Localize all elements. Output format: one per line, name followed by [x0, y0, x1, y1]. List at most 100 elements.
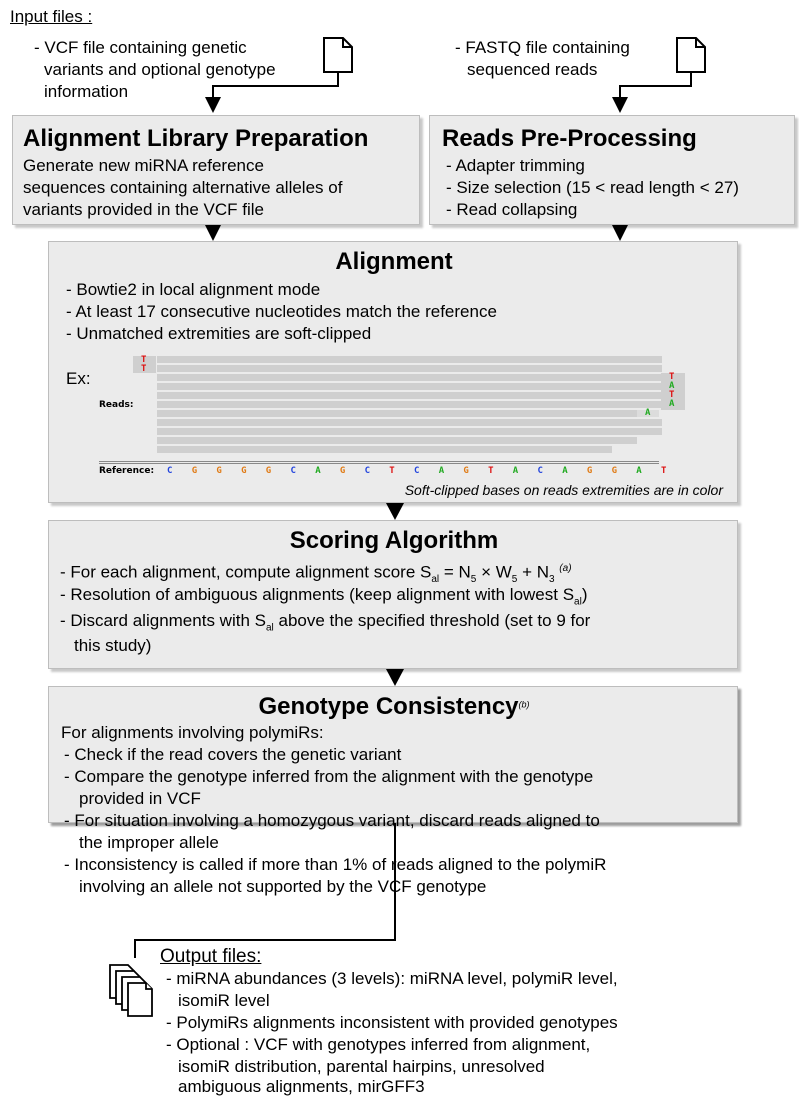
read-bar — [157, 401, 662, 408]
read-bar — [157, 356, 662, 363]
right-clip-base-1: T — [669, 372, 675, 382]
read-bar — [157, 419, 662, 426]
reference-base: G — [265, 466, 272, 476]
reference-base: A — [315, 466, 321, 476]
output-line-1: - miRNA abundances (3 levels): miRNA lev… — [166, 969, 618, 988]
input-files-heading: Input files : — [10, 7, 93, 26]
alignment-box: Alignment - Bowtie2 in local alignment m… — [48, 241, 738, 503]
preprocessing-line-2: - Size selection (15 < read length < 27) — [446, 178, 739, 197]
output-files-icon — [109, 964, 153, 1017]
ex-label: Ex: — [66, 369, 91, 388]
output-line-4: - Optional : VCF with genotypes inferred… — [166, 1035, 591, 1054]
preprocessing-line-3: - Read collapsing — [446, 200, 578, 219]
reference-base: G — [216, 466, 222, 476]
scoring-line-3: - Discard alignments with Sal above the … — [60, 611, 591, 634]
reference-label: Reference: — [99, 466, 155, 476]
alignment-caption: Soft-clipped bases on reads extremities … — [404, 482, 723, 498]
reference-base: C — [414, 466, 420, 476]
arrow-to-library-prep — [205, 97, 221, 113]
genotype-title: Genotype Consistency — [258, 693, 519, 720]
reference-base: G — [611, 466, 618, 476]
vcf-file-icon — [323, 37, 353, 73]
genotype-title-row: Genotype Consistency(b) — [49, 693, 739, 721]
preprocessing-title: Reads Pre-Processing — [442, 125, 697, 152]
read-bar — [157, 383, 662, 390]
output-line-5: isomiR distribution, parental hairpins, … — [178, 1057, 545, 1076]
read-pileup-example: Reads: T T T A T A A Reference: C G G G G C A G… — [49, 242, 739, 504]
vcf-description-line-1: - VCF file containing genetic — [34, 38, 247, 57]
note-a: (a) — [559, 563, 572, 574]
reference-base: G — [586, 466, 593, 476]
genotype-line-3: provided in VCF — [79, 789, 201, 808]
arrow-to-genotype — [386, 669, 404, 686]
alignment-line-1: - Bowtie2 in local alignment mode — [66, 280, 321, 299]
fastq-description-line-2: sequenced reads — [467, 60, 598, 79]
alignment-line-2: - At least 17 consecutive nucleotides ma… — [66, 302, 497, 321]
reference-base: T — [488, 466, 494, 476]
reference-base: G — [191, 466, 198, 476]
genotype-line-4: - For situation involving a homozygous v… — [64, 811, 600, 830]
preprocessing-box: Reads Pre-Processing - Adapter trimming … — [429, 115, 795, 225]
left-clip-base-1: T — [141, 355, 147, 365]
reference-base: G — [463, 466, 469, 476]
right-clip-base-3: T — [669, 390, 675, 400]
output-line-2: isomiR level — [178, 991, 270, 1010]
genotype-line-2: - Compare the genotype inferred from the… — [64, 767, 594, 786]
output-line-3: - PolymiRs alignments inconsistent with … — [166, 1013, 618, 1032]
genotype-line-6: - Inconsistency is called if more than 1… — [64, 855, 607, 874]
reference-base: A — [512, 466, 519, 476]
reference-base: C — [167, 466, 173, 476]
library-prep-line-1: Generate new miRNA reference — [23, 156, 264, 175]
output-line-6: ambiguous alignments, mirGFF3 — [178, 1077, 425, 1096]
reference-base: A — [636, 466, 642, 476]
reference-base: C — [364, 466, 371, 476]
left-clip-base-2: T — [141, 364, 147, 374]
reference-line — [99, 461, 659, 464]
reference-base: A — [438, 466, 445, 476]
mid-clip-base: A — [645, 408, 651, 418]
right-clip-base-4: A — [669, 399, 675, 409]
vcf-description-line-2: variants and optional genotype — [44, 60, 276, 79]
scoring-line-2: - Resolution of ambiguous alignments (ke… — [60, 585, 588, 608]
fastq-file-icon — [676, 37, 706, 73]
arrow-preproc-to-alignment — [612, 225, 628, 241]
read-bar — [157, 410, 637, 417]
alignment-title: Alignment — [335, 248, 453, 275]
arrow-to-scoring — [386, 503, 404, 520]
arrow-prep-to-alignment — [205, 225, 221, 241]
read-bar — [157, 365, 662, 372]
vcf-description-line-3: information — [44, 82, 129, 101]
library-prep-box: Alignment Library Preparation Generate n… — [12, 115, 420, 225]
library-prep-line-2: sequences containing alternative alleles… — [23, 178, 343, 197]
scoring-line-4: this study) — [74, 636, 152, 655]
note-b: (b) — [518, 699, 530, 710]
preprocessing-line-1: - Adapter trimming — [446, 156, 585, 175]
output-files-heading: Output files: — [160, 946, 262, 967]
right-clip-base-2: A — [669, 381, 675, 391]
genotype-line-7: involving an allele not supported by the… — [79, 877, 487, 896]
reference-base: G — [339, 466, 346, 476]
reference-base: G — [241, 466, 247, 476]
reads-label: Reads: — [99, 400, 134, 410]
reference-base: C — [537, 466, 543, 476]
read-bar — [157, 446, 612, 453]
genotype-content: For alignments involving polymiRs: — [48, 686, 738, 816]
reference-base: A — [562, 466, 568, 476]
read-bar — [157, 392, 662, 399]
reference-base: C — [290, 466, 296, 476]
genotype-box-panel: Genotype Consistency(b) — [48, 686, 738, 823]
library-prep-title: Alignment Library Preparation — [23, 125, 369, 152]
right-clip-block — [661, 373, 685, 410]
read-bar — [157, 437, 637, 444]
scoring-title: Scoring Algorithm — [289, 527, 499, 554]
genotype-intro: For alignments involving polymiRs: — [61, 723, 324, 742]
reference-base: T — [389, 466, 395, 476]
scoring-line-1: - For each alignment, compute alignment … — [60, 562, 572, 586]
fastq-description-line-1: - FASTQ file containing — [455, 38, 630, 57]
genotype-line-1: - Check if the read covers the genetic v… — [64, 745, 402, 764]
arrow-to-preprocessing — [612, 97, 628, 113]
scoring-box: Scoring Algorithm - For each alignment, … — [48, 520, 738, 669]
mid-clip-cell — [637, 410, 659, 417]
